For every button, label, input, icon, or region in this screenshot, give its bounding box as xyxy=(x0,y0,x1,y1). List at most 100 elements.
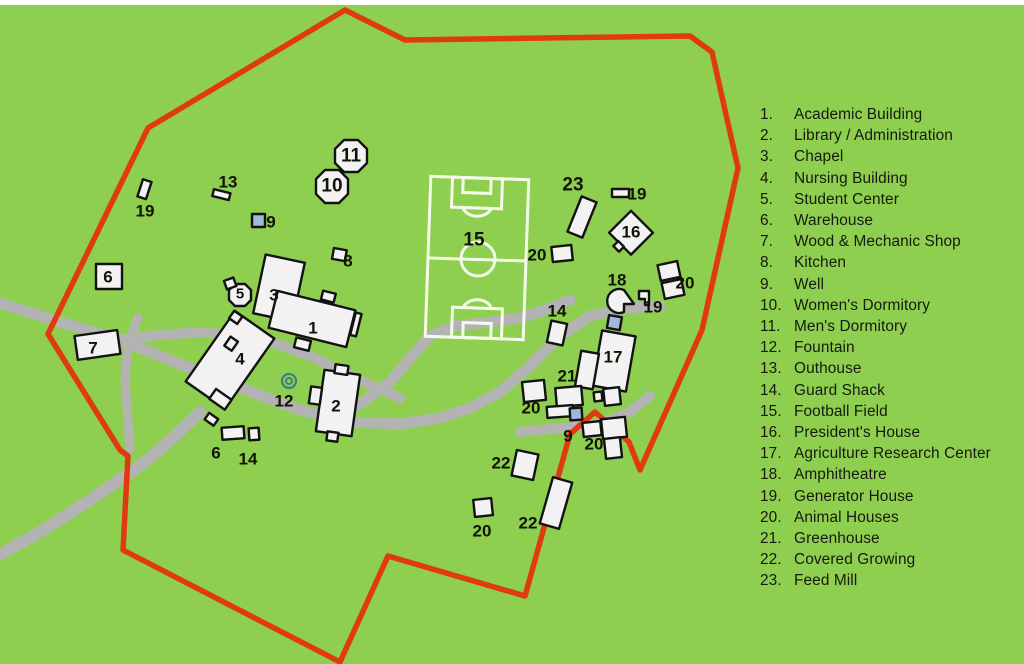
building-20-annex-a xyxy=(592,390,604,403)
label-20-animal-east: 20 xyxy=(675,273,695,293)
legend-item-number: 14. xyxy=(760,381,782,399)
legend-item-label: Academic Building xyxy=(794,106,923,123)
fountain-outer-ring xyxy=(280,372,298,390)
legend-item-number: 10. xyxy=(760,296,782,314)
label-14-guard-south: 14 xyxy=(238,449,258,469)
legend-item-number: 4. xyxy=(760,169,774,187)
label-23-feed-mill: 23 xyxy=(562,174,584,196)
building-1-annex-south xyxy=(292,336,313,352)
legend-item-label: Generator House xyxy=(794,487,914,505)
building-5-student-center xyxy=(227,282,253,308)
building-20-annex-b xyxy=(602,386,623,407)
label-14-guard-field: 14 xyxy=(547,301,567,321)
legend-item-number: 8. xyxy=(760,254,774,272)
building-17-wing-west xyxy=(573,349,601,391)
label-3-chapel: 3 xyxy=(269,285,279,305)
label-4-nursing: 4 xyxy=(235,349,245,369)
road-center-link xyxy=(120,313,143,455)
building-13-outhouse xyxy=(211,187,232,202)
legend-item-number: 1. xyxy=(760,106,774,123)
label-19-generator-east: 19 xyxy=(643,297,663,317)
building-20-animal-south-b xyxy=(599,415,629,441)
building-4-annex-corner xyxy=(203,411,220,427)
legend-item-number: 16. xyxy=(760,424,782,442)
label-1-academic: 1 xyxy=(308,318,318,338)
label-6-warehouse-west: 6 xyxy=(103,267,113,287)
property-boundary xyxy=(45,7,741,664)
field-goal-box-top xyxy=(461,175,493,196)
field-goal-box-bottom xyxy=(461,320,493,341)
legend-item-number: 13. xyxy=(760,360,782,378)
field-center-circle xyxy=(459,240,497,278)
road-south-diagonal xyxy=(0,406,206,562)
legend-item: 3. Chapel xyxy=(760,146,1018,167)
label-20-animal-west: 20 xyxy=(521,398,541,418)
building-8-kitchen xyxy=(330,246,348,263)
legend-item: 5. Student Center xyxy=(760,189,1018,210)
label-20-animal-bottom: 20 xyxy=(472,521,492,541)
building-23-feed-mill xyxy=(566,195,598,239)
building-6-warehouse-west xyxy=(94,262,124,291)
road-west-diagonal xyxy=(0,297,666,430)
legend-item-number: 6. xyxy=(760,212,774,230)
legend-item-label: Amphitheatre xyxy=(794,466,887,484)
legend-item-number: 15. xyxy=(760,402,782,420)
buildings xyxy=(73,138,686,531)
building-22-covered-north xyxy=(510,448,540,482)
label-19-generator-west: 19 xyxy=(135,201,155,221)
building-4-annex-north xyxy=(227,309,244,326)
building-9-well-south xyxy=(568,406,584,422)
legend-item: 10.Women's Dormitory xyxy=(760,295,1018,316)
football-field xyxy=(423,174,531,342)
building-19-generator-north xyxy=(610,187,631,199)
field-halfway-line xyxy=(428,256,528,263)
legend-item: 9.Well xyxy=(760,274,1018,295)
label-22-covered-south: 22 xyxy=(518,513,538,533)
building-20-animal-east-top xyxy=(656,259,682,283)
legend-item-label: Outhouse xyxy=(794,360,862,378)
legend-item: 4. Nursing Building xyxy=(760,168,1018,189)
building-18-amphitheatre xyxy=(606,287,636,315)
label-16-presidents-house: 16 xyxy=(621,222,641,242)
label-2-library: 2 xyxy=(331,396,341,416)
label-6-warehouse-south: 6 xyxy=(211,443,221,463)
legend-item-label: Football Field xyxy=(794,402,888,420)
legend-item-number: 5. xyxy=(760,190,774,208)
building-20-animal-south-c xyxy=(602,436,624,460)
legend-item-label: Kitchen xyxy=(794,254,847,272)
legend-item: 15. Football Field xyxy=(760,401,1018,422)
building-14-guard-shack-south xyxy=(247,426,261,442)
legend-item: 14.Guard Shack xyxy=(760,380,1018,401)
building-20-animal-center xyxy=(550,243,574,264)
building-10-womens-dormitory xyxy=(314,168,350,205)
legend-item: 2.Library / Administration xyxy=(760,125,1018,146)
label-13-outhouse: 13 xyxy=(218,172,238,192)
label-22-covered-north: 22 xyxy=(491,453,511,473)
legend-item-number: 3. xyxy=(760,148,774,166)
legend-item-number: 17. xyxy=(760,445,782,463)
building-19-generator-west xyxy=(136,178,153,201)
legend-item-label: Agriculture Research Center xyxy=(794,445,991,463)
legend-item-number: 19. xyxy=(760,487,782,505)
legend-item-label: Chapel xyxy=(794,148,844,166)
label-20-animal-south: 20 xyxy=(584,434,604,454)
legend-item-label: Nursing Building xyxy=(794,169,908,187)
building-4-annex-south xyxy=(207,387,233,411)
building-1-annex-north xyxy=(319,289,337,304)
building-2-annex-south xyxy=(325,430,340,443)
legend-item: 1. Academic Building xyxy=(760,104,1018,125)
legend-item: 22.Covered Growing xyxy=(760,549,1018,570)
legend-item: 7.Wood & Mechanic Shop xyxy=(760,231,1018,252)
field-arc-bottom xyxy=(461,298,493,309)
legend-item-label: Library / Administration xyxy=(794,127,953,145)
label-18-amphitheatre: 18 xyxy=(607,270,627,290)
building-6-warehouse-south xyxy=(220,425,246,441)
legend-item: 20.Animal Houses xyxy=(760,507,1018,528)
building-20-animal-west xyxy=(520,378,548,404)
legend-item-label: Covered Growing xyxy=(794,551,916,569)
legend-item: 16.President's House xyxy=(760,422,1018,443)
building-2-annex-west xyxy=(307,385,324,406)
legend-item-label: Student Center xyxy=(794,190,899,208)
building-19-generator-east xyxy=(637,289,651,307)
legend-item: 6.Warehouse xyxy=(760,210,1018,231)
